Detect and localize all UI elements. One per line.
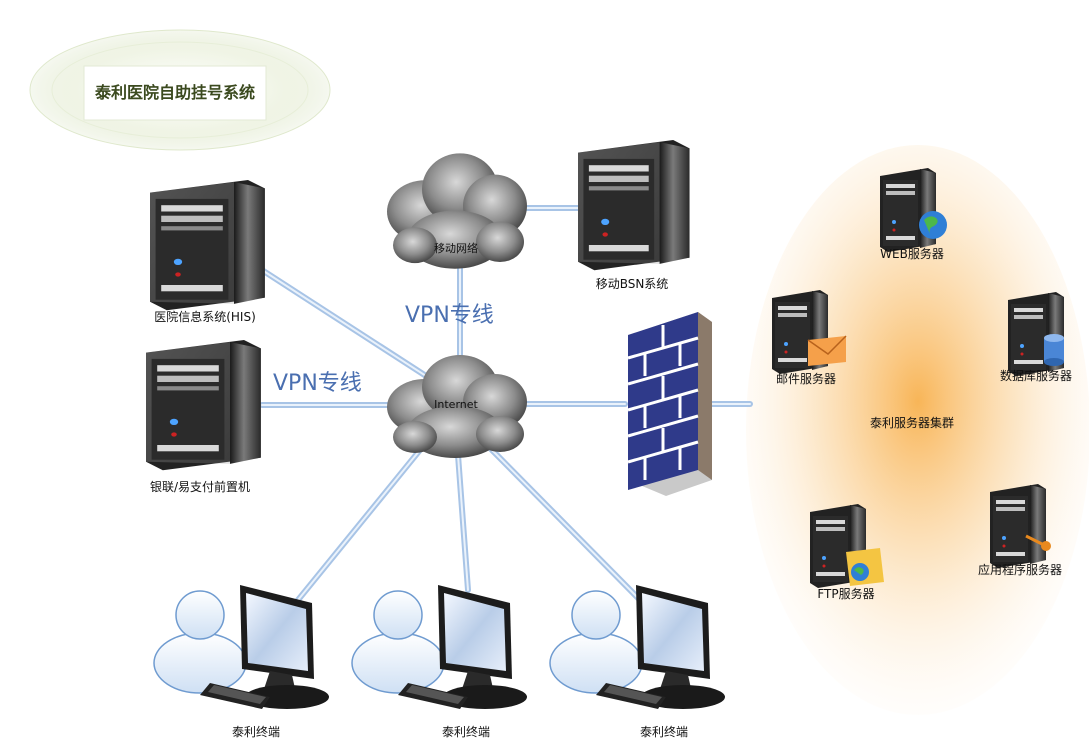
database-server	[1008, 292, 1064, 376]
terminal-2	[351, 584, 528, 710]
ftp-label: FTP服务器	[817, 586, 874, 601]
page-title: 泰利医院自助挂号系统	[94, 83, 255, 102]
terminal-1-label: 泰利终端	[232, 724, 280, 739]
firewall-icon	[627, 312, 712, 496]
ftp-server	[810, 504, 884, 588]
terminal-2-label: 泰利终端	[442, 724, 490, 739]
network-links	[259, 205, 753, 603]
envelope-icon	[807, 335, 847, 366]
mobile-network-label: 移动网络	[434, 241, 478, 255]
vpn-label-left: VPN专线	[273, 371, 362, 396]
web-label: WEB服务器	[880, 246, 944, 261]
unionpay-server	[146, 340, 261, 471]
database-icon	[1044, 334, 1064, 366]
mail-label: 邮件服务器	[776, 371, 836, 386]
title-badge: 泰利医院自助挂号系统	[29, 29, 331, 151]
internet-label: Internet	[434, 398, 478, 411]
app-server	[990, 484, 1051, 568]
folder-icon	[846, 548, 884, 586]
bsn-label: 移动BSN系统	[596, 277, 669, 291]
vpn-label-top: VPN专线	[405, 303, 494, 328]
app-label: 应用程序服务器	[978, 562, 1062, 577]
cluster-label: 泰利服务器集群	[870, 415, 954, 430]
his-label: 医院信息系统(HIS)	[154, 309, 256, 324]
terminal-1	[153, 584, 330, 710]
unionpay-label: 银联/易支付前置机	[150, 479, 250, 494]
key-icon	[1025, 534, 1051, 551]
terminal-3-label: 泰利终端	[640, 724, 688, 739]
bsn-server	[578, 140, 690, 271]
db-label: 数据库服务器	[1000, 368, 1072, 383]
mail-server	[772, 290, 847, 374]
his-server	[150, 180, 265, 311]
terminal-3	[549, 584, 726, 710]
web-server	[880, 168, 947, 252]
